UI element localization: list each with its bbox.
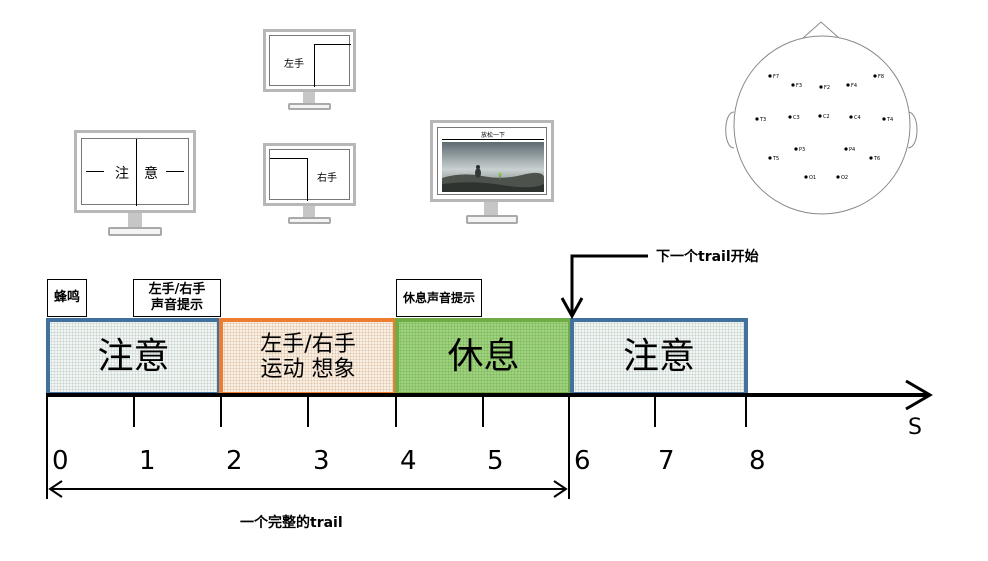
monitor-display: 注 意: [81, 138, 189, 206]
electrode-label-F4: F4: [851, 83, 857, 89]
crosshair-horizontal: [166, 171, 184, 172]
electrode-label-P3: P3: [799, 147, 805, 153]
axis-arrowhead: [905, 379, 933, 411]
crosshair-horizontal: [86, 171, 104, 172]
next-trial-arrow: [570, 254, 648, 314]
imagery-line1: 左手/右手: [260, 331, 356, 357]
electrode-label-F2: F2: [824, 85, 830, 91]
electrode-P4: [844, 147, 848, 151]
attention-block: 注意: [46, 318, 221, 396]
hand-cue-line2: 声音提示: [150, 298, 203, 313]
electrode-P3: [794, 147, 798, 151]
monitor-neck: [128, 213, 142, 229]
electrode-O2: [836, 175, 840, 179]
crosshair-vertical: [136, 139, 137, 206]
next-attention-block-label: 注意: [622, 336, 695, 378]
rest-title-underline: [442, 139, 544, 140]
monitor-base: [288, 217, 331, 224]
rest-block: 休息: [395, 318, 572, 396]
attention-block-label: 注意: [97, 336, 170, 378]
electrode-label-T6: T6: [873, 156, 880, 162]
crosshair-horizontal: [314, 44, 351, 45]
electrode-label-T4: T4: [886, 117, 893, 123]
electrode-label-T3: T3: [759, 117, 766, 123]
attention-char-left: 注: [115, 166, 129, 182]
crosshair-horizontal: [270, 158, 307, 159]
electrode-T3: [755, 117, 759, 121]
head-outline: [733, 35, 911, 215]
electrode-label-F3: F3: [796, 83, 802, 89]
hand-sound-cue-label: 左手/右手 声音提示: [133, 279, 221, 317]
electrode-label-C4: C4: [854, 115, 861, 121]
electrode-T5: [768, 156, 772, 160]
beep-cue-label: 蜂鸣: [47, 279, 87, 317]
tick-label-3: 3: [313, 446, 330, 476]
electrode-F7: [768, 74, 772, 78]
rest-title: 放松一下: [480, 132, 505, 139]
monitor-neck: [303, 92, 315, 104]
rest-block-label: 休息: [447, 336, 520, 378]
electrode-label-F8: F8: [878, 74, 884, 80]
monitor-base: [108, 227, 162, 236]
beep-cue-text: 蜂鸣: [53, 290, 80, 306]
crosshair-vertical: [307, 158, 308, 201]
full-trial-label: 一个完整的trail: [240, 515, 343, 531]
electrode-F4: [846, 83, 850, 87]
electrode-C4: [849, 115, 853, 119]
axis-ticks: [46, 395, 747, 499]
next-trial-label: 下一个trail开始: [656, 249, 759, 265]
monitor-neck: [484, 202, 498, 216]
right-hand-text: 右手: [317, 173, 337, 184]
next-attention-block: 注意: [570, 318, 748, 396]
hand-cue-line1: 左手/右手: [148, 282, 206, 298]
electrode-C2: [818, 114, 822, 118]
rest-landscape-image: [442, 142, 544, 192]
tick-label-6: 6: [574, 446, 591, 476]
electrode-T4: [882, 117, 886, 121]
tick-label-7: 7: [658, 446, 675, 476]
tick-label-1: 1: [139, 446, 156, 476]
electrode-O1: [804, 175, 808, 179]
electrode-label-C2: C2: [823, 114, 830, 120]
imagery-line2: 运动 想象: [260, 357, 356, 382]
attention-char-right: 意: [144, 166, 158, 182]
monitor-display: 左手: [269, 35, 351, 87]
right-hand-monitor: 右手: [263, 143, 356, 225]
left-hand-monitor: 左手: [263, 29, 356, 111]
electrode-F8: [873, 74, 877, 78]
tick-label-8: 8: [749, 446, 766, 476]
crosshair-vertical: [314, 44, 315, 87]
electrode-label-P4: P4: [849, 147, 855, 153]
electrode-F3: [791, 83, 795, 87]
tick-label-5: 5: [487, 446, 504, 476]
motor-imagery-block: 左手/右手 运动 想象: [219, 318, 397, 396]
tick-label-2: 2: [226, 446, 243, 476]
electrode-label-C3: C3: [793, 115, 800, 121]
attention-monitor: 注 意: [74, 130, 196, 238]
rest-cue-text: 休息声音提示: [402, 290, 475, 305]
tick-label-4: 4: [400, 446, 417, 476]
electrode-label-T5: T5: [772, 156, 779, 162]
tick-label-0: 0: [52, 446, 69, 476]
monitor-base: [466, 215, 518, 224]
electrode-label-O1: O1: [809, 175, 816, 181]
monitor-base: [288, 103, 331, 110]
electrode-label-F7: F7: [773, 74, 779, 80]
electrode-label-O2: O2: [841, 175, 848, 181]
axis-unit-label: S: [908, 415, 922, 440]
monitor-display: 放松一下: [437, 127, 547, 195]
electrode-F2: [819, 85, 823, 89]
electrode-T6: [869, 156, 873, 160]
monitor-neck: [303, 206, 315, 218]
left-hand-text: 左手: [284, 59, 304, 70]
monitor-display: 右手: [269, 149, 350, 201]
rest-sound-cue-label: 休息声音提示: [396, 279, 482, 317]
rest-monitor: 放松一下: [430, 120, 554, 226]
electrode-C3: [788, 115, 792, 119]
